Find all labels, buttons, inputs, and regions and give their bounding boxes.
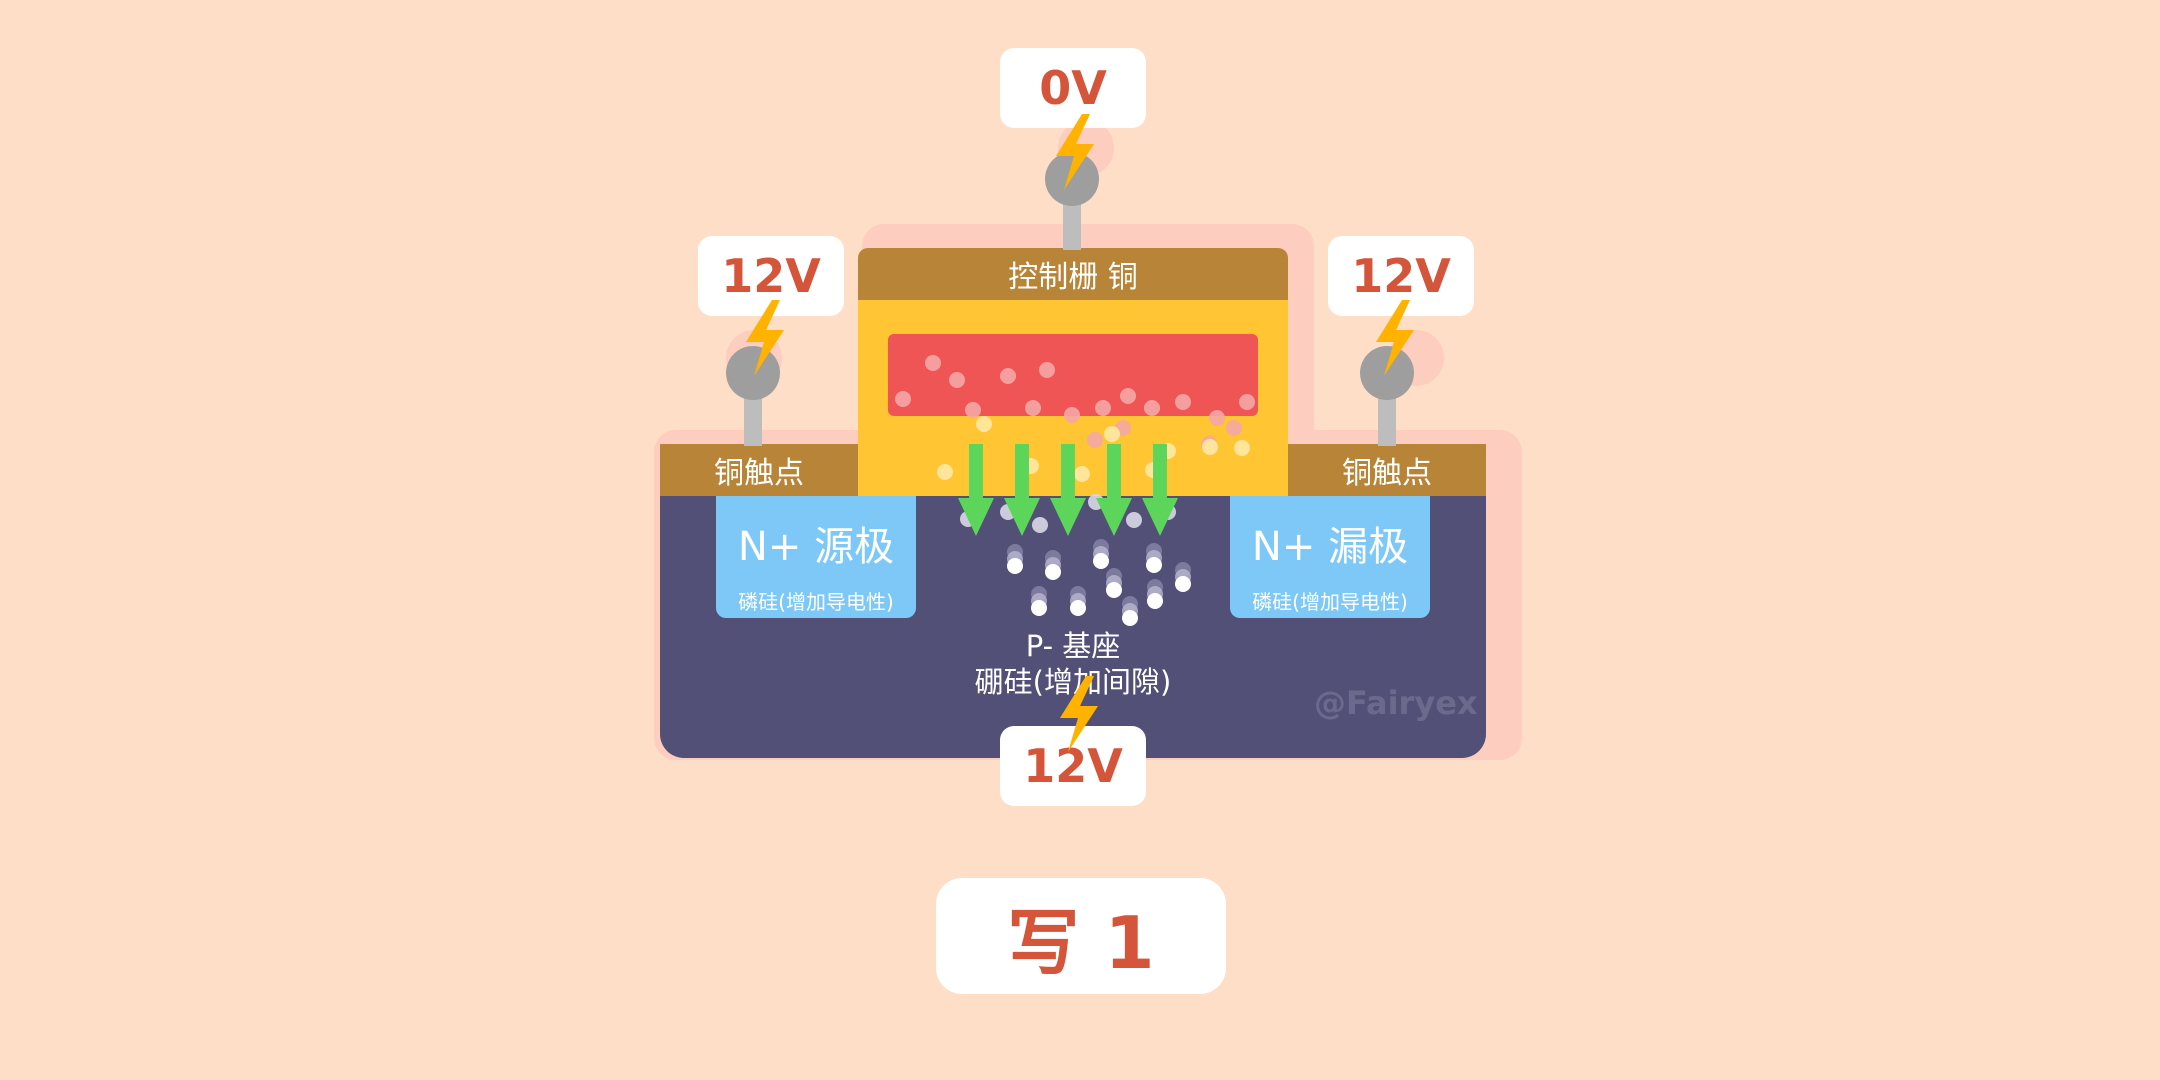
electron-dot	[1000, 368, 1016, 384]
electron-dot	[1070, 600, 1086, 616]
floating-gate	[888, 334, 1258, 416]
source-region: N+ 源极 磷硅(增加导电性)	[716, 496, 916, 618]
down-arrow-icon	[1004, 444, 1040, 536]
electron-dot	[1031, 600, 1047, 616]
electron-dot	[937, 464, 953, 480]
electron-dot	[1025, 400, 1041, 416]
state-label: 写 1	[936, 878, 1226, 994]
electron-dot	[1122, 610, 1138, 626]
electron-dot	[1095, 400, 1111, 416]
drain-subtitle: 磷硅(增加导电性)	[1252, 590, 1408, 614]
down-arrow-icon	[1096, 444, 1132, 536]
down-arrow-icon	[958, 444, 994, 536]
source-title: N+ 源极	[737, 524, 895, 570]
electron-dot	[1093, 553, 1109, 569]
electron-dot	[1175, 576, 1191, 592]
electron-dot	[1074, 466, 1090, 482]
substrate-label-line1: P- 基座	[1025, 629, 1121, 663]
drain-title: N+ 漏极	[1251, 524, 1409, 570]
electron-dot	[1039, 362, 1055, 378]
electron-dot	[1234, 440, 1250, 456]
electron-dot	[1007, 558, 1023, 574]
electron-dot	[1202, 439, 1218, 455]
source-contact: 铜触点	[660, 444, 858, 496]
down-arrow-icon	[1142, 444, 1178, 536]
lightning-icon	[1056, 114, 1094, 190]
electron-dot	[1209, 410, 1225, 426]
drain-region: N+ 漏极 磷硅(增加导电性)	[1230, 496, 1430, 618]
source-voltage-label: 12V	[698, 236, 844, 316]
gate-pin-ball	[1045, 152, 1099, 206]
electron-dot	[1226, 420, 1242, 436]
electron-dot	[976, 416, 992, 432]
electron-dot	[1106, 582, 1122, 598]
electron-dot	[1104, 426, 1120, 442]
lightning-icon	[1376, 300, 1414, 376]
source-contact-label: 铜触点	[714, 456, 804, 491]
electron-dot	[1147, 593, 1163, 609]
control-gate-label: 控制栅 铜	[1008, 260, 1138, 295]
watermark: @Fairyex	[1314, 684, 1478, 722]
electron-dot	[1032, 517, 1048, 533]
gate-pin-stem	[1063, 196, 1081, 250]
substrate-label-line2: 硼硅(增加间隙)	[974, 665, 1172, 699]
electron-dot	[1045, 564, 1061, 580]
electron-dot	[925, 355, 941, 371]
electron-dot	[1144, 400, 1160, 416]
lightning-icon	[1060, 676, 1098, 752]
control-gate: 控制栅 铜	[858, 248, 1288, 300]
electron-dot	[1239, 394, 1255, 410]
down-arrow-icon	[1050, 444, 1086, 536]
drain-contact-label: 铜触点	[1342, 456, 1432, 491]
electron-dot	[1087, 432, 1103, 448]
electron-dot	[895, 391, 911, 407]
electron-dot	[1064, 407, 1080, 423]
drain-pin-stem	[1378, 390, 1396, 446]
gate-voltage-label: 0V	[1000, 48, 1146, 128]
source-subtitle: 磷硅(增加导电性)	[738, 590, 894, 614]
lightning-icon	[746, 300, 784, 376]
electron-dot	[965, 402, 981, 418]
source-pin-stem	[744, 390, 762, 446]
electron-dot	[1126, 512, 1142, 528]
electron-dot	[949, 372, 965, 388]
electron-dot	[1146, 557, 1162, 573]
electron-dot	[1175, 394, 1191, 410]
drain-pin-ball	[1360, 346, 1414, 400]
drain-contact: 铜触点	[1288, 444, 1486, 496]
substrate-label: P- 基座 硼硅(增加间隙)	[920, 628, 1226, 700]
source-pin-ball	[726, 346, 780, 400]
electron-dot	[1120, 388, 1136, 404]
